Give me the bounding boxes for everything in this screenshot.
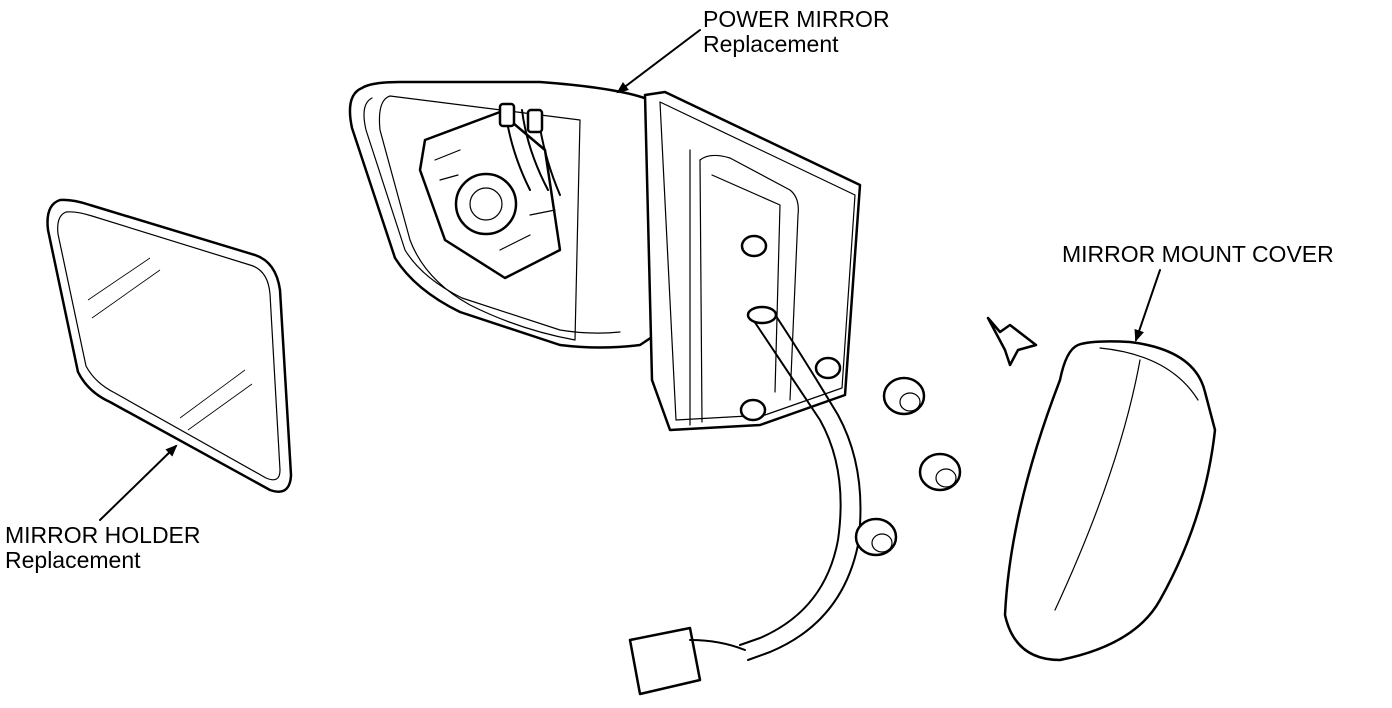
mirror-mount-cover-leader <box>1134 269 1161 342</box>
mounting-studs <box>739 234 842 422</box>
nut-2 <box>918 452 962 492</box>
mirror-mount-cover-label: MIRROR MOUNT COVER <box>1062 241 1334 267</box>
mirror-holder-action: Replacement <box>5 547 141 573</box>
mirror-holder-part <box>46 198 293 493</box>
power-mirror-part <box>348 80 862 696</box>
power-mirror-action: Replacement <box>703 31 839 57</box>
nut-3 <box>854 517 898 557</box>
clip <box>986 316 1038 367</box>
nut-1 <box>882 376 926 416</box>
mirror-holder-leader <box>99 444 178 521</box>
mirror-mount-cover-part <box>1003 340 1217 662</box>
power-mirror-leader <box>616 29 701 94</box>
power-mirror-callout: POWER MIRROR Replacement <box>703 7 890 57</box>
nuts <box>854 376 962 557</box>
leader-arrows <box>99 29 1161 521</box>
mirror-holder-callout: MIRROR HOLDER Replacement <box>5 523 201 573</box>
power-mirror-label: POWER MIRROR <box>703 6 890 32</box>
mirror-mount-cover-callout: MIRROR MOUNT COVER <box>1062 242 1334 267</box>
mirror-holder-label: MIRROR HOLDER <box>5 522 201 548</box>
